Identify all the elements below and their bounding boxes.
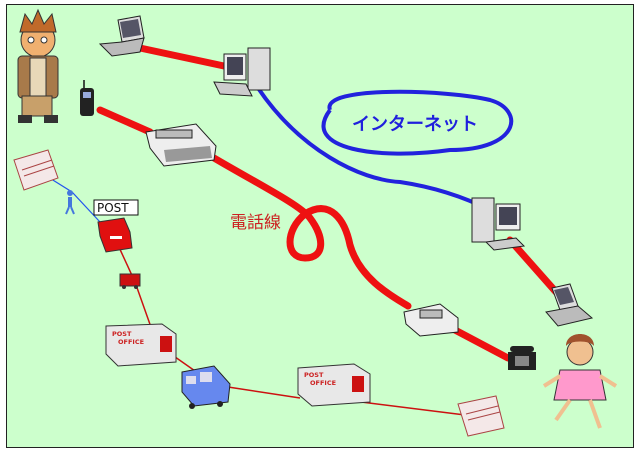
person-icon <box>65 190 75 215</box>
letter-icon <box>457 395 505 437</box>
fax-machine-icon <box>403 303 459 337</box>
desktop-computer-icon <box>471 197 526 251</box>
internet-line <box>256 86 514 212</box>
post-sign <box>93 199 139 216</box>
internet-label: インターネット <box>352 114 478 135</box>
van-icon <box>119 273 141 289</box>
fax-machine-icon <box>145 123 217 167</box>
man-character-icon <box>17 8 59 123</box>
mobile-fax-link <box>96 106 154 136</box>
phone-line <box>210 154 512 362</box>
girl-character-icon <box>542 334 618 429</box>
post-office-2-line2: OFFICE <box>310 379 336 387</box>
post-sign-label: POST <box>97 201 129 215</box>
pc-laptop2-link <box>506 236 560 296</box>
telephone-icon <box>508 346 536 370</box>
post-office-1-line1: POST <box>112 330 132 338</box>
post-office-2-line1: POST <box>304 371 324 379</box>
laptop-icon <box>545 283 594 327</box>
post-office-icon <box>297 363 371 407</box>
mobile-phone-icon <box>80 80 94 116</box>
post-office-1-line2: OFFICE <box>118 338 144 346</box>
laptop-icon <box>98 15 145 57</box>
laptop-pc-link <box>136 44 228 70</box>
letter-icon <box>13 149 59 191</box>
bus-icon <box>181 365 231 409</box>
desktop-computer-icon <box>213 47 271 97</box>
mailbox-icon <box>97 217 133 253</box>
post-office-icon <box>105 323 177 367</box>
phone-line-label: 電話線 <box>230 213 281 233</box>
